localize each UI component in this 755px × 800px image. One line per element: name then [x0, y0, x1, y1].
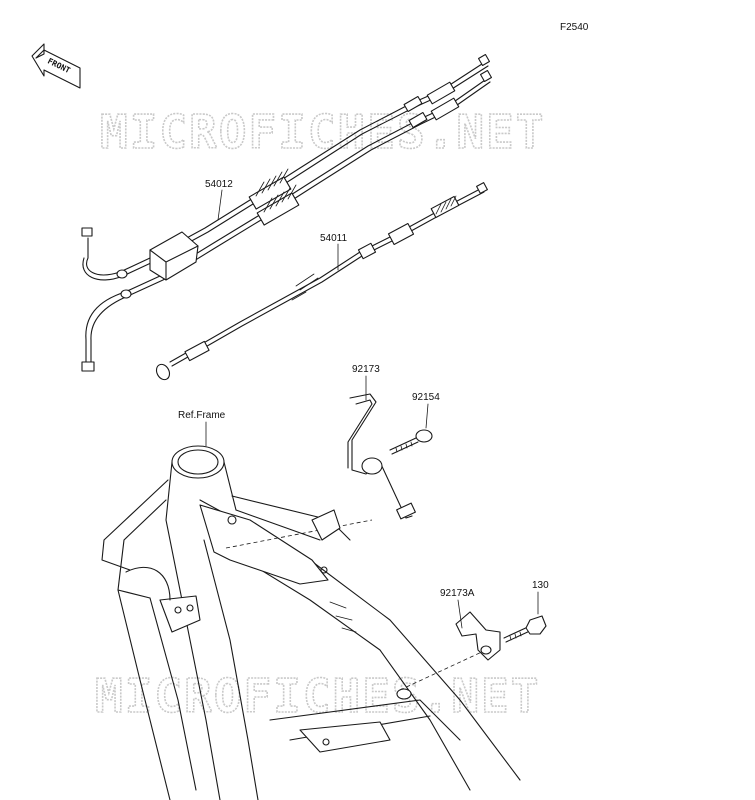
- throttle-cable-assembly: 54012: [81, 53, 493, 372]
- label-92173a: 92173A: [440, 588, 475, 599]
- front-arrow-icon: FRONT: [31, 43, 81, 89]
- watermark-top: MICROFICHES.NET: [100, 105, 545, 159]
- cable-guide-bracket: 92173: [347, 364, 416, 520]
- label-54011: 54011: [320, 233, 348, 244]
- bracket-92173a: 92173A: [440, 588, 501, 661]
- bolt-130: 130: [503, 580, 549, 643]
- bolt-92154: 92154: [389, 392, 440, 455]
- label-54012: 54012: [205, 179, 233, 190]
- figure-code: F2540: [560, 22, 589, 33]
- label-130: 130: [532, 580, 549, 591]
- label-92173: 92173: [352, 364, 380, 375]
- clutch-cable: 54011: [155, 182, 488, 381]
- frame-reference: Ref.Frame: [101, 410, 521, 800]
- label-ref-frame: Ref.Frame: [178, 410, 226, 421]
- label-92154: 92154: [412, 392, 440, 403]
- watermark-bottom: MICROFICHES.NET: [95, 669, 540, 723]
